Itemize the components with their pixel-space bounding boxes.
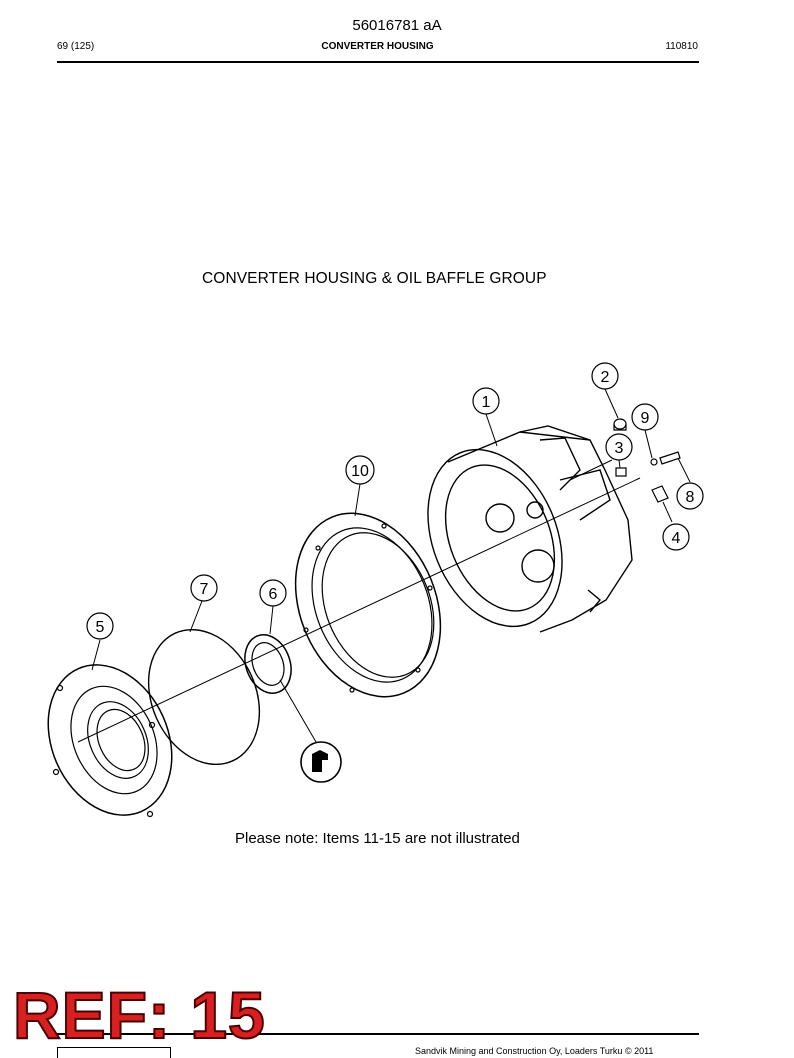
page-number: 69 (125) [57,41,95,52]
part-2-plug [613,418,627,431]
svg-text:4: 4 [672,530,681,547]
callout-6: 6 [259,579,287,607]
seal-leader-line [279,679,317,743]
part-10-oil-baffle [294,512,442,698]
svg-text:10: 10 [351,463,369,480]
center-axis-line [77,477,641,743]
part-5-cover-plate [47,664,173,818]
part-6-seal [244,634,292,694]
footer-rule [57,1033,699,1035]
callout-10: 10 [345,455,375,485]
callout-7: 7 [190,574,218,602]
svg-text:5: 5 [96,619,105,636]
part-7-o-ring [147,628,261,766]
document-id: 56016781 aA [352,17,442,34]
section-title: CONVERTER HOUSING [321,41,434,52]
callout-9: 9 [631,403,659,431]
svg-text:2: 2 [601,369,610,386]
part-3-fitting [615,467,627,477]
svg-text:1: 1 [482,394,491,411]
part-8-bolt [659,451,681,465]
diagram-title: CONVERTER HOUSING & OIL BAFFLE GROUP [202,270,547,287]
callout-2: 2 [591,362,619,390]
callout-1: 1 [472,387,500,415]
part-4-elbow [651,485,669,503]
callout-4: 4 [662,523,690,551]
svg-text:3: 3 [615,440,624,457]
diagram-note: Please note: Items 11-15 are not illustr… [235,830,520,847]
header-rule [57,61,699,63]
part-1-converter-housing [427,425,633,633]
svg-text:9: 9 [641,410,650,427]
callout-8: 8 [676,482,704,510]
footer-copyright: Sandvik Mining and Construction Oy, Load… [415,1046,654,1056]
seal-installation-icon [300,741,342,783]
ref-stamp: REF: 15 [12,978,266,1052]
svg-text:8: 8 [686,489,695,506]
callout-3: 3 [605,433,633,461]
callout-5: 5 [86,612,114,640]
svg-text:6: 6 [269,586,278,603]
document-code: 110810 [665,41,698,52]
part-9-washer [650,458,658,466]
svg-text:7: 7 [200,581,209,598]
